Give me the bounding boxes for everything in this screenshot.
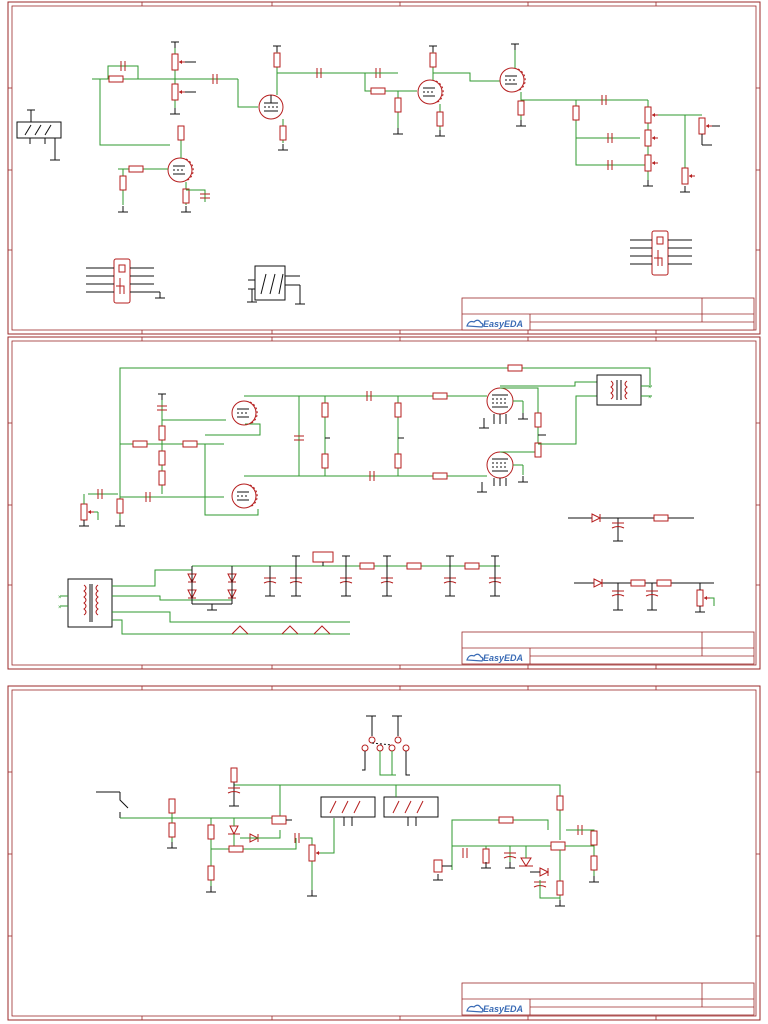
power-tube-a xyxy=(486,387,514,415)
svg-text:×: × xyxy=(648,385,652,391)
power-tube-b xyxy=(486,451,514,479)
connector-block-c xyxy=(630,230,692,276)
tube-phase-inverter-a xyxy=(231,400,258,426)
switch-block-b xyxy=(246,265,306,305)
easyeda-logo-1: EasyEDA xyxy=(483,319,523,329)
tube-v3 xyxy=(499,67,526,93)
title-block-3: EasyEDA xyxy=(461,982,755,1016)
sheet-1-frame xyxy=(7,1,761,335)
svg-text:×: × xyxy=(648,395,652,401)
easyeda-logo-2: EasyEDA xyxy=(483,653,523,663)
relay-k1 xyxy=(320,796,376,818)
tube-v2 xyxy=(417,79,444,105)
title-block-2: EasyEDA xyxy=(461,631,755,665)
tube-v4 xyxy=(167,157,194,183)
tube-v1 xyxy=(258,94,284,120)
svg-text:×: × xyxy=(58,605,62,611)
transistor-q1 xyxy=(271,815,287,825)
sheet-1-preamp-circuit: EasyEDA xyxy=(16,41,755,331)
tube-phase-inverter-b xyxy=(231,483,258,509)
sheet-2-frame xyxy=(7,336,761,670)
connector-block-a xyxy=(86,258,166,304)
sheet-3-control-circuit: EasyEDA xyxy=(96,715,755,1016)
relay-k2 xyxy=(383,796,439,818)
svg-text:×: × xyxy=(58,595,62,601)
transistor-q2 xyxy=(550,841,566,851)
output-transformer xyxy=(596,374,642,406)
title-block-1: EasyEDA xyxy=(461,297,755,331)
sheet-3-frame xyxy=(7,685,761,1021)
sheet-2-power-circuit: × × × × xyxy=(58,364,755,665)
easyeda-logo-3: EasyEDA xyxy=(483,1004,523,1014)
input-jack-switch xyxy=(16,121,62,139)
